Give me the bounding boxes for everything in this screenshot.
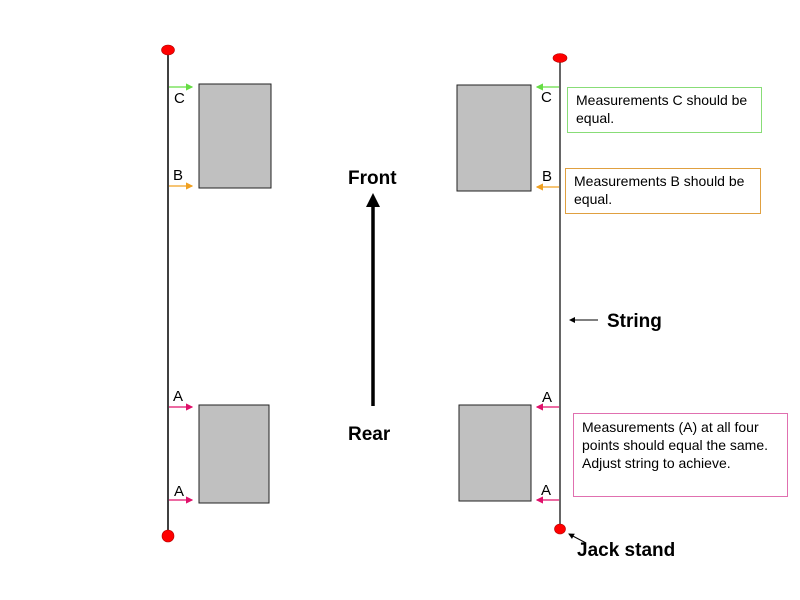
right-rear-jack-stand (554, 523, 566, 535)
left-b-label: B (173, 167, 183, 184)
left-rear-wheel (198, 404, 270, 504)
left-front-jack-stand (161, 44, 175, 56)
left-front-wheel (198, 83, 272, 189)
right-rear-wheel (458, 404, 532, 502)
string-label: String (607, 311, 662, 332)
note-measurement-b: Measurements B should be equal. (565, 168, 761, 214)
left-a-front-label: A (173, 388, 183, 405)
note-measurement-a: Measurements (A) at all four points shou… (573, 413, 788, 497)
right-front-wheel (456, 84, 532, 192)
right-b-label: B (542, 168, 552, 185)
front-label: Front (348, 168, 397, 189)
right-a-front-label: A (542, 389, 552, 406)
left-rear-jack-stand (161, 529, 175, 543)
right-front-jack-stand (552, 53, 568, 63)
left-c-label: C (174, 90, 185, 107)
right-a-rear-label: A (541, 482, 551, 499)
jack-stand-label: Jack stand (577, 540, 675, 561)
right-c-label: C (541, 89, 552, 106)
rear-label: Rear (348, 424, 391, 445)
left-a-rear-label: A (174, 483, 184, 500)
note-measurement-c: Measurements C should be equal. (567, 87, 762, 133)
jack-stand-pointer-arrow (568, 533, 587, 544)
